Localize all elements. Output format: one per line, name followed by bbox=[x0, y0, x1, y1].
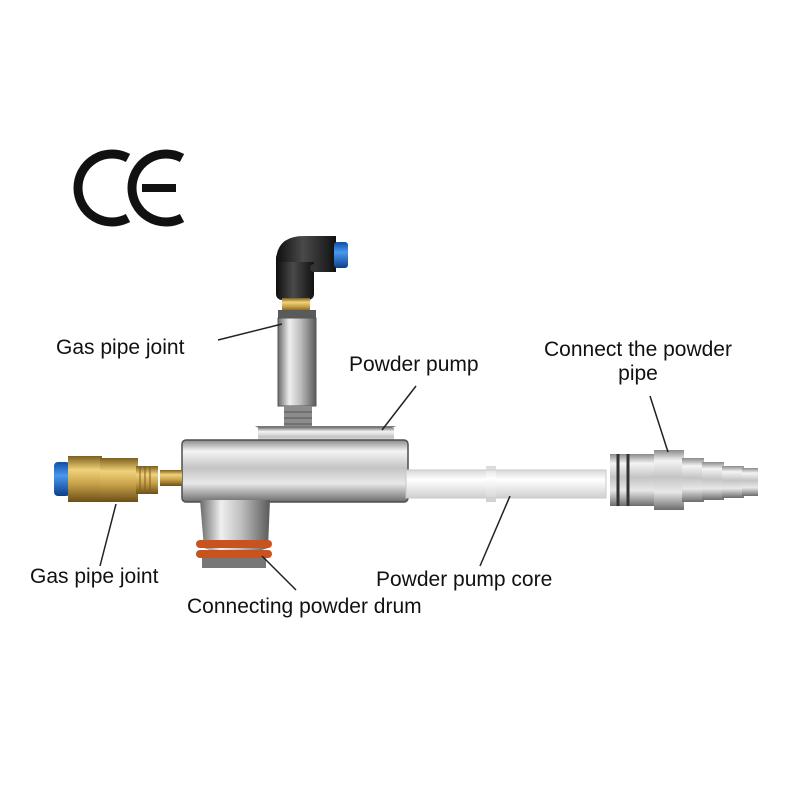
gas-pipe-joint-left bbox=[54, 456, 158, 502]
powder-pump-body bbox=[160, 426, 409, 568]
leader-powder-pump bbox=[381, 385, 417, 431]
label-powder-pump-core: Powder pump core bbox=[376, 568, 553, 591]
label-powder-pump: Powder pump bbox=[349, 353, 479, 376]
leader-gas-pipe-joint-left bbox=[99, 503, 117, 567]
leader-lines bbox=[99, 323, 669, 591]
label-connect-powder-pipe: Connect the powder pipe bbox=[524, 338, 752, 386]
top-elbow-fitting bbox=[276, 236, 348, 318]
label-gas-pipe-joint-left: Gas pipe joint bbox=[30, 565, 159, 588]
leader-gas-pipe-joint-top bbox=[217, 323, 283, 341]
leader-connect-powder-pipe bbox=[649, 395, 669, 453]
label-connect-powder-pipe-line1: Connect the powder bbox=[544, 338, 732, 361]
label-connecting-powder-drum: Connecting powder drum bbox=[187, 595, 422, 618]
ce-mark-logo bbox=[73, 149, 185, 227]
label-gas-pipe-joint-top: Gas pipe joint bbox=[56, 336, 185, 359]
leader-connecting-powder-drum bbox=[261, 555, 297, 591]
powder-pump-core bbox=[405, 466, 607, 502]
label-connect-powder-pipe-line2: pipe bbox=[618, 362, 658, 385]
leader-powder-pump-core bbox=[479, 495, 511, 567]
powder-pipe-connector bbox=[610, 450, 758, 510]
gas-pipe-joint-vertical bbox=[277, 317, 317, 428]
